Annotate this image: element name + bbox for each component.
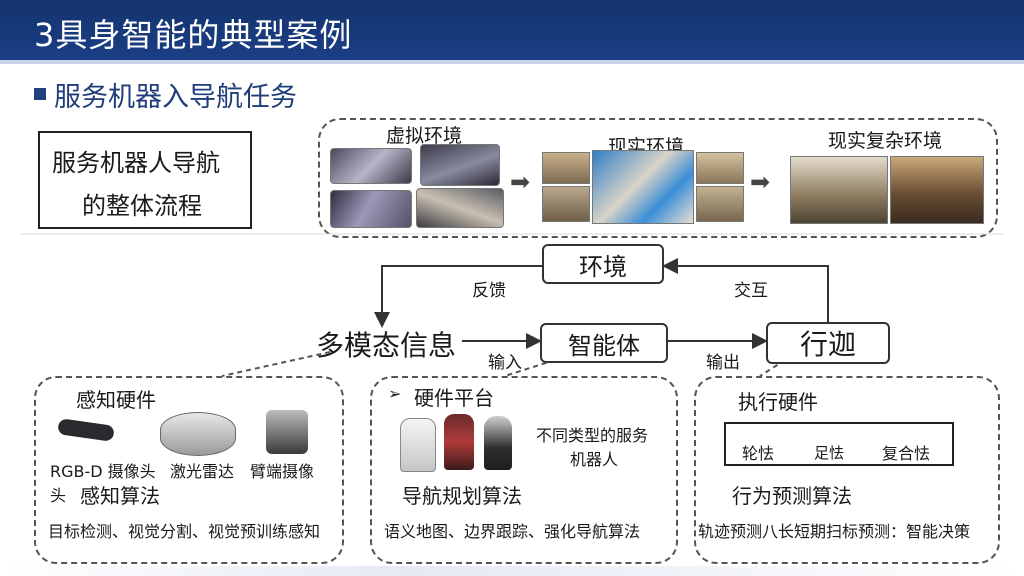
footer-stripe — [0, 566, 1024, 576]
service-robot-gray-icon — [484, 416, 512, 470]
service-robot-white-icon — [400, 418, 436, 472]
perception-algo-list: 目标检测、视觉分割、视觉预训练感知 — [48, 522, 321, 541]
execution-group — [694, 376, 1000, 564]
output-label: 输出 — [706, 353, 740, 373]
foot-label: 足怯 — [814, 444, 845, 462]
title-underline — [0, 60, 1024, 64]
feedback-label: 反馈 — [472, 281, 506, 301]
real-env-image-3 — [696, 152, 744, 184]
rgbd-label-line2: 头 — [50, 486, 67, 505]
locomotion-box — [724, 422, 954, 466]
virtual-env-image-2 — [420, 144, 500, 186]
real-env-image-4 — [696, 186, 744, 222]
slide-title: 3具身智能的典型案例 — [34, 16, 353, 54]
virtual-env-label: 虚拟环境 — [386, 125, 463, 147]
agent-label: 智能体 — [568, 331, 640, 360]
overview-line-2: 的整体流程 — [82, 192, 202, 220]
perception-hardware-title: 感知硬件 — [76, 388, 156, 412]
bullet-square-icon — [34, 88, 46, 100]
hybrid-label: 复合怯 — [882, 444, 931, 463]
execution-hardware-title: 执行硬件 — [738, 390, 818, 414]
service-robot-red-icon — [444, 414, 474, 470]
lidar-icon — [160, 412, 236, 456]
arrow-bullet-icon: ➢ — [388, 384, 402, 403]
arm-camera-label: 臂端摄像 — [250, 462, 315, 481]
virtual-env-image-1 — [330, 148, 412, 184]
action-label: 行迦 — [799, 328, 856, 361]
overview-line-1: 服务机器人导航 — [52, 149, 220, 177]
agent-node: 智能体 — [540, 323, 668, 363]
virtual-env-image-3 — [330, 190, 412, 228]
input-label: 输入 — [488, 353, 522, 373]
overview-box — [38, 131, 252, 229]
lidar-label: 激光雷达 — [170, 462, 235, 481]
action-node: 行迦 — [766, 322, 890, 364]
section-heading: 服务机器入导航任务 — [54, 82, 297, 113]
virtual-env-image-4 — [416, 188, 504, 228]
environments-group — [318, 118, 998, 238]
environment-label: 环境 — [579, 252, 627, 281]
robot-types-line2: 机器人 — [570, 450, 619, 469]
real-env-image-2 — [542, 186, 590, 222]
rgbd-label-line1: RGB-D 摄像头 — [50, 462, 156, 481]
robot-types-line1: 不同类型的服务 — [536, 426, 649, 445]
environment-node: 环境 — [542, 244, 664, 284]
multimodal-node: 多模态信息 — [316, 329, 457, 362]
title-bar — [0, 0, 1024, 60]
interact-label: 交互 — [734, 281, 768, 301]
wheel-label: 轮怯 — [742, 444, 775, 463]
complex-env-image-2 — [890, 156, 984, 224]
real-env-floorplan — [592, 150, 694, 224]
arrow-right-icon: ➡ — [750, 168, 771, 196]
arm-camera-icon — [266, 410, 308, 454]
complex-env-image-1 — [790, 156, 888, 224]
perception-algo-title: 感知算法 — [80, 484, 160, 508]
behavior-algo-list: 轨迹预测八长短期扫标预测：智能决策 — [698, 522, 971, 541]
complex-env-label: 现实复杂环境 — [828, 130, 943, 152]
platform-title: 硬件平台 — [414, 386, 494, 410]
arrow-right-icon: ➡ — [510, 168, 531, 196]
real-env-image-1 — [542, 152, 590, 184]
platform-group — [370, 376, 678, 564]
navigation-algo-list: 语义地图、边界跟踪、强化导航算法 — [384, 522, 641, 541]
perception-group — [34, 376, 344, 564]
behavior-algo-title: 行为预测算法 — [732, 484, 852, 508]
navigation-algo-title: 导航规划算法 — [402, 484, 522, 508]
